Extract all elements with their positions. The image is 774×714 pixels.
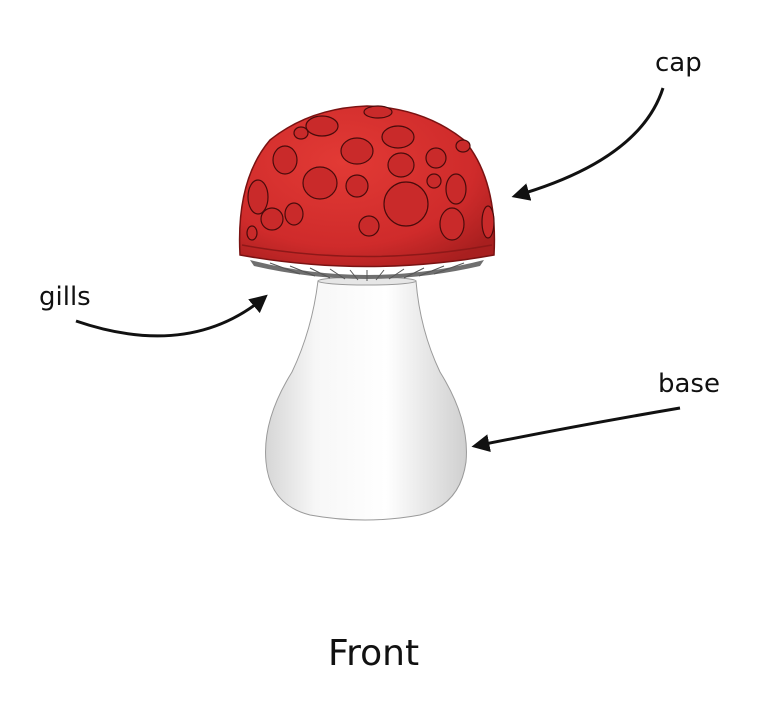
- gills-arrow: [75, 294, 268, 338]
- cap-spots: [246, 105, 495, 241]
- view-caption: Front: [328, 633, 420, 674]
- base-label: base: [658, 369, 720, 399]
- cap-label: cap: [655, 48, 702, 78]
- mushroom-base: [265, 276, 467, 521]
- mushroom-gills: [250, 260, 484, 281]
- mushroom-cap: [238, 105, 496, 268]
- base-arrow: [471, 406, 681, 453]
- cap-arrow: [511, 87, 665, 201]
- gills-label: gills: [39, 282, 91, 312]
